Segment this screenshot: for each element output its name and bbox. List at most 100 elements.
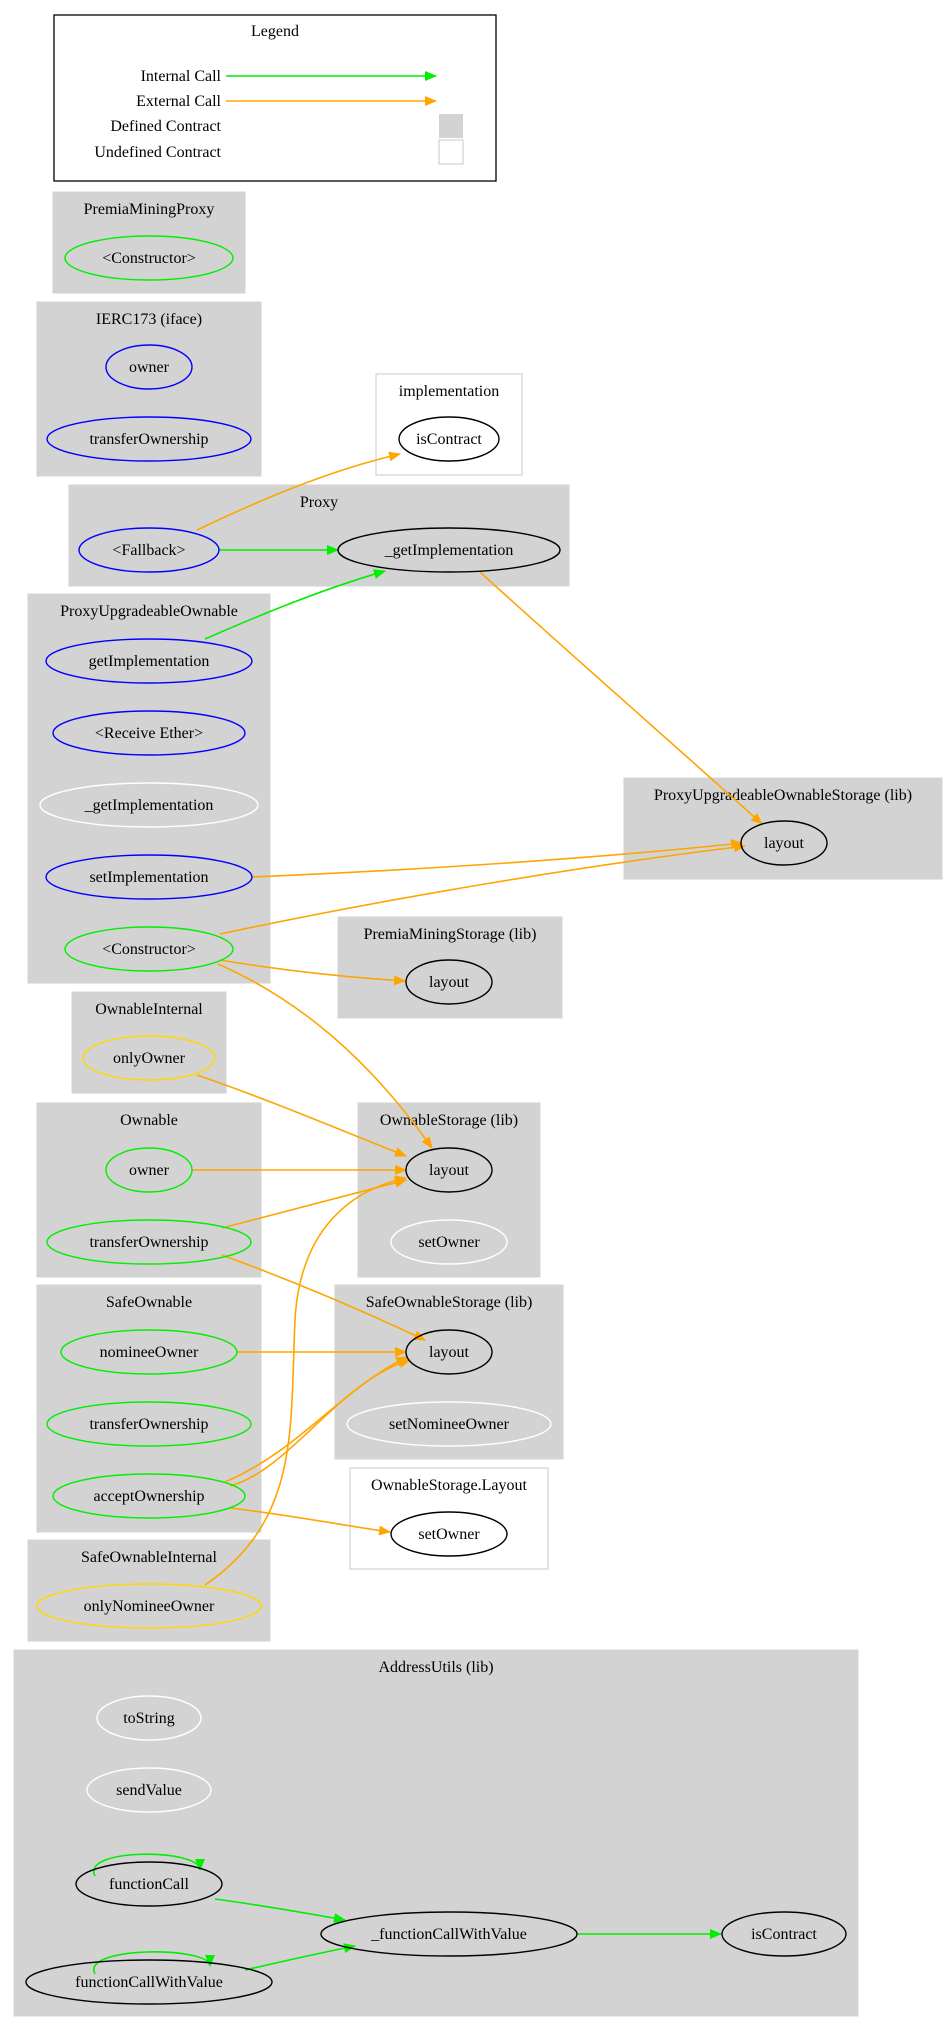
node-label: transferOwnership — [89, 431, 208, 448]
cluster-label: OwnableStorage (lib) — [380, 1112, 518, 1129]
node-so-transfer[interactable]: transferOwnership — [46, 1401, 252, 1447]
node-au-tostring[interactable]: toString — [96, 1695, 202, 1741]
node-ellipse — [96, 1695, 202, 1741]
cluster-label: AddressUtils (lib) — [378, 1659, 493, 1676]
cluster-safe-ownable-internal: SafeOwnableInternal — [27, 1539, 271, 1642]
node-au-functioncall[interactable]: functionCall — [75, 1861, 223, 1907]
node-proxy-getimpl[interactable]: _getImplementation — [337, 527, 561, 573]
node-ellipse — [45, 854, 253, 900]
cluster-label: ProxyUpgradeableOwnable — [60, 603, 238, 620]
node-label: setImplementation — [89, 869, 208, 886]
edge-puo-constructor-to-puos-layout — [219, 842, 746, 935]
node-puo-receive[interactable]: <Receive Ether> — [52, 710, 246, 756]
node-osl-setowner[interactable]: setOwner — [390, 1511, 508, 1557]
edge-au-functioncall-to-au-functioncall — [92, 1853, 205, 1877]
cluster-label: ProxyUpgradeableOwnableStorage (lib) — [654, 787, 912, 804]
cluster-box — [337, 916, 563, 1019]
node-label: functionCall — [109, 1876, 190, 1893]
node-label: _getImplementation — [384, 542, 514, 559]
cluster-address-utils: AddressUtils (lib) — [13, 1649, 859, 2017]
node-ellipse — [86, 1767, 212, 1813]
node-au-_fcwv[interactable]: _functionCallWithValue — [320, 1911, 578, 1957]
node-ellipse — [82, 1035, 216, 1081]
cluster-label: OwnableInternal — [95, 1001, 203, 1018]
edge-au-fcwv-to-au-fcwv — [93, 1951, 215, 1975]
edge-own-transfer-to-os-layout — [221, 1178, 407, 1229]
node-ellipse — [46, 416, 252, 462]
edge-puo-constructor-to-pms-layout — [219, 959, 406, 986]
node-puo-constructor[interactable]: <Constructor> — [64, 926, 234, 972]
cluster-box — [13, 1649, 859, 2017]
node-ierc-transfer[interactable]: transferOwnership — [46, 416, 252, 462]
cluster-proxy: Proxy — [68, 484, 570, 587]
cluster-implementation: implementation — [375, 373, 523, 476]
node-ellipse — [346, 1401, 552, 1447]
node-label: transferOwnership — [89, 1416, 208, 1433]
node-ellipse — [52, 1473, 246, 1519]
cluster-safe-ownable-storage: SafeOwnableStorage (lib) — [334, 1284, 564, 1460]
node-label: onlyNomineeOwner — [84, 1598, 215, 1615]
cluster-label: IERC173 (iface) — [96, 311, 202, 328]
node-ellipse — [39, 782, 259, 828]
node-os-setowner[interactable]: setOwner — [390, 1219, 508, 1265]
node-label: setOwner — [418, 1234, 480, 1251]
node-pmp-constructor[interactable]: <Constructor> — [64, 235, 234, 281]
node-so-accept[interactable]: acceptOwnership — [52, 1473, 246, 1519]
node-soi-onlynominee[interactable]: onlyNomineeOwner — [36, 1583, 262, 1629]
cluster-proxy-upgradeable-ownable-storage: ProxyUpgradeableOwnableStorage (lib) — [623, 777, 943, 880]
cluster-box — [68, 484, 570, 587]
cluster-premia-mining-proxy: PremiaMiningProxy — [52, 191, 246, 294]
node-impl-iscontract[interactable]: isContract — [398, 416, 500, 462]
node-own-transfer[interactable]: transferOwnership — [46, 1219, 252, 1265]
node-proxy-fallback[interactable]: <Fallback> — [78, 527, 220, 573]
cluster-box — [52, 191, 246, 294]
node-ierc-owner[interactable]: owner — [105, 344, 193, 390]
node-ellipse — [405, 959, 493, 1005]
node-sos-layout[interactable]: layout — [405, 1329, 493, 1375]
node-so-nominee[interactable]: nomineeOwner — [60, 1329, 238, 1375]
node-ellipse — [405, 1329, 493, 1375]
node-puo-getimpl[interactable]: getImplementation — [45, 638, 253, 684]
node-au-sendvalue[interactable]: sendValue — [86, 1767, 212, 1813]
node-ellipse — [721, 1911, 847, 1957]
edge-puo-getimpl-to-proxy-getimpl — [204, 569, 386, 640]
node-puos-layout[interactable]: layout — [740, 820, 828, 866]
node-au-fcwv[interactable]: functionCallWithValue — [25, 1959, 273, 2005]
cluster-label: Proxy — [300, 494, 338, 511]
node-oi-onlyowner[interactable]: onlyOwner — [82, 1035, 216, 1081]
edge-au-functioncall-to-au-_fcwv — [214, 1898, 346, 1923]
cluster-label: OwnableStorage.Layout — [371, 1477, 528, 1494]
node-own-owner[interactable]: owner — [105, 1147, 193, 1193]
cluster-ownable-storage: OwnableStorage (lib) — [357, 1102, 541, 1278]
node-label: acceptOwnership — [93, 1488, 204, 1505]
legend-icon-defined-contract — [439, 114, 463, 138]
node-ellipse — [390, 1219, 508, 1265]
node-puo-setimpl[interactable]: setImplementation — [45, 854, 253, 900]
legend-label-undefined-contract: Undefined Contract — [94, 144, 221, 161]
node-ellipse — [405, 1147, 493, 1193]
node-ellipse — [337, 527, 561, 573]
cluster-label: SafeOwnable — [106, 1294, 192, 1311]
cluster-box — [27, 593, 271, 984]
node-ellipse — [46, 1401, 252, 1447]
legend-label-internal-call: Internal Call — [141, 68, 222, 85]
node-au-iscontract[interactable]: isContract — [721, 1911, 847, 1957]
edge-so-accept-to-osl-setowner — [229, 1507, 391, 1536]
node-sos-setnominee[interactable]: setNomineeOwner — [346, 1401, 552, 1447]
edge-soi-onlynominee-to-os-layout — [204, 1175, 407, 1586]
node-label: <Constructor> — [102, 250, 196, 267]
node-ellipse — [45, 638, 253, 684]
node-puo-_getimpl[interactable]: _getImplementation — [39, 782, 259, 828]
legend-label-defined-contract: Defined Contract — [110, 118, 221, 135]
node-label: owner — [129, 1162, 170, 1179]
node-label: functionCallWithValue — [75, 1974, 223, 1991]
cluster-label: SafeOwnableInternal — [81, 1549, 217, 1566]
node-ellipse — [75, 1861, 223, 1907]
edge-puo-setimpl-to-puos-layout — [251, 839, 743, 878]
node-ellipse — [25, 1959, 273, 2005]
node-label: isContract — [416, 431, 482, 448]
node-ellipse — [52, 710, 246, 756]
node-os-layout[interactable]: layout — [405, 1147, 493, 1193]
node-pms-layout[interactable]: layout — [405, 959, 493, 1005]
